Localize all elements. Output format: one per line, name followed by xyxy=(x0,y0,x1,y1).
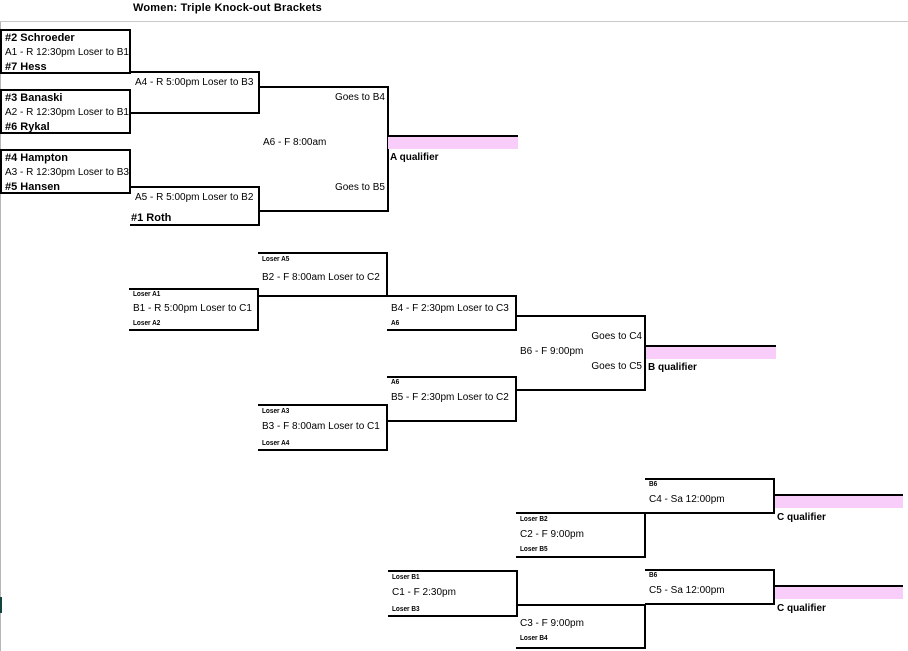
match-box-a1[interactable] xyxy=(0,29,131,74)
c4-feed-top: B6 xyxy=(649,481,658,488)
match-box-b6[interactable] xyxy=(516,315,646,391)
c1-feed-top: Loser B1 xyxy=(392,574,420,581)
seed-a1-bottom: #7 Hess xyxy=(5,61,47,73)
match-label-b4: B4 - F 2:30pm Loser to C3 xyxy=(391,303,509,314)
match-label-b2: B2 - F 8:00am Loser to C2 xyxy=(262,272,380,283)
match-box-a3[interactable] xyxy=(0,149,131,194)
b1-feed-top: Loser A1 xyxy=(133,291,161,298)
match-box-c2[interactable] xyxy=(516,512,646,558)
match-label-b6: B6 - F 9:00pm xyxy=(520,346,584,357)
a-qualifier-label: A qualifier xyxy=(390,152,439,163)
c5-qualifier-label: C qualifier xyxy=(777,603,826,614)
match-label-c4: C4 - Sa 12:00pm xyxy=(649,494,725,505)
seed-a2-top: #3 Banaski xyxy=(5,92,63,104)
b3-feed-bottom: Loser A4 xyxy=(262,440,290,447)
match-label-c5: C5 - Sa 12:00pm xyxy=(649,585,725,596)
match-label-a6: A6 - F 8:00am xyxy=(263,137,327,148)
a6-goes-to-b4: Goes to B4 xyxy=(334,92,385,103)
match-box-c1[interactable] xyxy=(388,570,518,617)
match-label-a1: A1 - R 12:30pm Loser to B1 xyxy=(5,47,129,58)
c3-feed-bottom: Loser B4 xyxy=(520,635,548,642)
c5-feed-top: B6 xyxy=(649,572,658,579)
c1-feed-bottom: Loser B3 xyxy=(392,606,420,613)
b4-feed-bottom: A6 xyxy=(391,320,400,327)
match-label-c1: C1 - F 2:30pm xyxy=(392,587,456,598)
seed-a2-bottom: #6 Rykal xyxy=(5,121,50,133)
match-box-b4[interactable] xyxy=(387,295,517,331)
b5-feed-top: A6 xyxy=(391,379,400,386)
c2-feed-bottom: Loser B5 xyxy=(520,546,548,553)
match-label-b1: B1 - R 5:00pm Loser to C1 xyxy=(133,303,252,314)
match-label-a5: A5 - R 5:00pm Loser to B2 xyxy=(135,192,254,203)
b-qualifier-bar[interactable] xyxy=(646,345,776,359)
c2-feed-top: Loser B2 xyxy=(520,516,548,523)
match-box-b2[interactable] xyxy=(258,252,388,297)
left-edge-marker xyxy=(0,597,2,613)
match-label-a3: A3 - R 12:30pm Loser to B3 xyxy=(5,167,129,178)
c4-qualifier-label: C qualifier xyxy=(777,512,826,523)
seed-a5-bottom: #1 Roth xyxy=(131,212,172,224)
b6-goes-to-c4: Goes to C4 xyxy=(591,331,642,342)
match-box-a4[interactable] xyxy=(130,71,260,114)
match-label-b3: B3 - F 8:00am Loser to C1 xyxy=(262,421,380,432)
match-label-c2: C2 - F 9:00pm xyxy=(520,529,584,540)
match-label-a4: A4 - R 5:00pm Loser to B3 xyxy=(135,77,254,88)
match-label-c3: C3 - F 9:00pm xyxy=(520,618,584,629)
match-box-a2[interactable] xyxy=(0,89,131,134)
page-title: Women: Triple Knock-out Brackets xyxy=(133,2,322,14)
b-qualifier-label: B qualifier xyxy=(648,362,697,373)
match-box-a6[interactable] xyxy=(259,86,389,212)
seed-a1-top: #2 Schroeder xyxy=(5,32,75,44)
a-qualifier-bar[interactable] xyxy=(388,135,518,149)
match-box-c5[interactable] xyxy=(645,569,775,605)
match-label-b5: B5 - F 2:30pm Loser to C2 xyxy=(391,392,509,403)
match-label-a2: A2 - R 12:30pm Loser to B1 xyxy=(5,107,129,118)
match-box-c3[interactable] xyxy=(516,604,646,649)
c5-qualifier-bar[interactable] xyxy=(775,585,903,599)
seed-a3-top: #4 Hampton xyxy=(5,152,68,164)
left-margin-rule xyxy=(0,22,1,651)
match-box-b5[interactable] xyxy=(387,376,517,422)
match-box-c4[interactable] xyxy=(645,478,775,514)
a6-goes-to-b5: Goes to B5 xyxy=(334,182,385,193)
match-box-b1[interactable] xyxy=(129,288,259,331)
c4-qualifier-bar[interactable] xyxy=(775,494,903,508)
b1-feed-bottom: Loser A2 xyxy=(133,320,161,327)
match-box-a5[interactable] xyxy=(130,186,260,226)
b6-goes-to-c5: Goes to C5 xyxy=(591,361,642,372)
header-divider xyxy=(0,21,908,22)
match-box-b3[interactable] xyxy=(258,404,388,451)
b3-feed-top: Loser A3 xyxy=(262,408,290,415)
b2-feed-top: Loser A5 xyxy=(262,256,290,263)
seed-a3-bottom: #5 Hansen xyxy=(5,181,61,193)
